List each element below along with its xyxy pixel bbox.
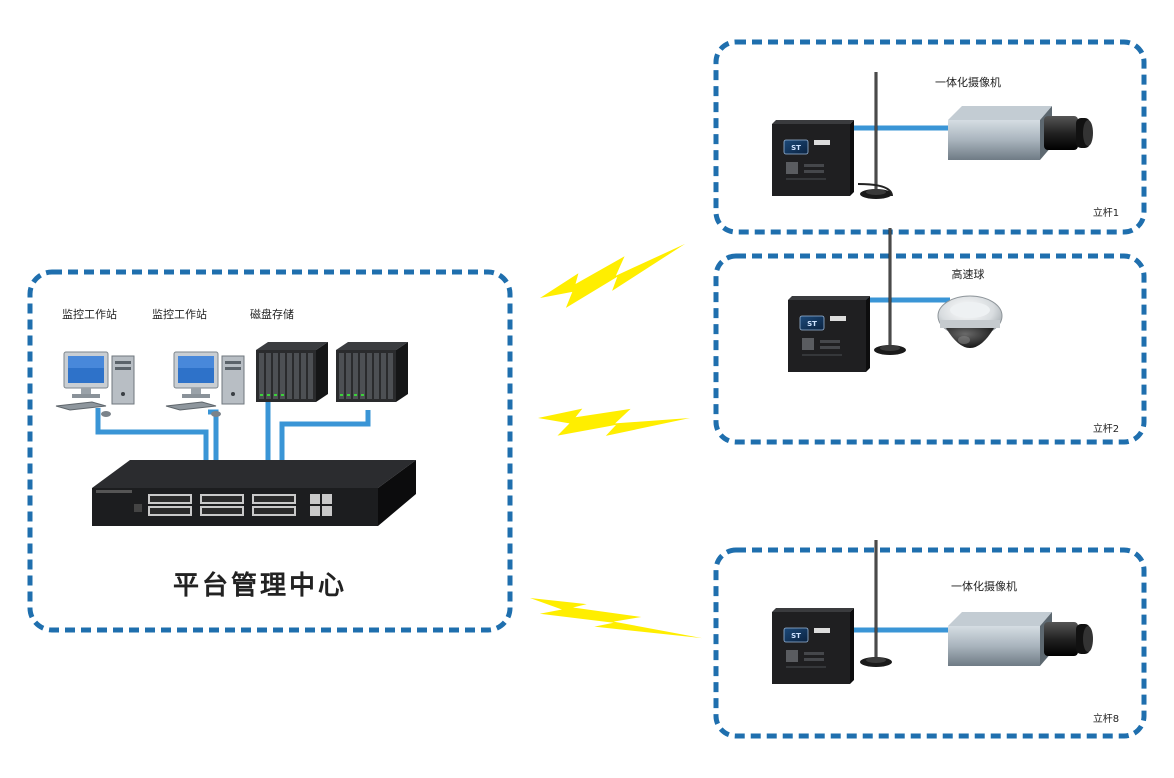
wireless-terminal-icon [787, 295, 871, 373]
camera-label: 高速球 [952, 267, 985, 281]
storage-label: 磁盘存储 [250, 307, 294, 321]
center-title: 平台管理中心 [173, 570, 347, 601]
pole-label: 立杆8 [1093, 712, 1119, 725]
wireless-terminal-icon [771, 607, 855, 685]
lightning-icon [538, 347, 690, 489]
box-camera-icon [948, 106, 1093, 160]
pole-group-2: 高速球 立杆2 [713, 226, 1147, 445]
antenna-icon [872, 226, 908, 357]
lightning-icon [540, 193, 686, 349]
pole-group-1: 一体化摄像机 立杆1 [713, 39, 1147, 235]
center-dashed-frame [27, 269, 513, 633]
pole-dashed-frame [713, 547, 1147, 739]
pole-label: 立杆1 [1093, 206, 1119, 219]
lightning-icon [530, 583, 703, 653]
antenna-icon [858, 538, 894, 669]
network-switch-icon [92, 460, 416, 526]
pole-label: 立杆2 [1093, 422, 1119, 435]
wireless-terminal-icon [771, 119, 855, 197]
computer-icon [55, 351, 135, 418]
center-cables [95, 400, 371, 462]
workstation-label-1: 监控工作站 [62, 307, 117, 321]
pole-dashed-frame [713, 253, 1147, 445]
camera-label: 一体化摄像机 [951, 579, 1017, 593]
pole-group-8: 一体化摄像机 立杆8 [713, 538, 1147, 739]
dome-camera-icon [937, 295, 1003, 349]
workstation-label-2: 监控工作站 [152, 307, 207, 321]
server-rack-icon [336, 342, 408, 402]
pole-dashed-frame [713, 39, 1147, 235]
computer-icon [165, 351, 245, 418]
server-rack-icon [256, 342, 328, 402]
antenna-icon [858, 70, 894, 201]
box-camera-icon [948, 612, 1093, 666]
camera-label: 一体化摄像机 [935, 75, 1001, 89]
